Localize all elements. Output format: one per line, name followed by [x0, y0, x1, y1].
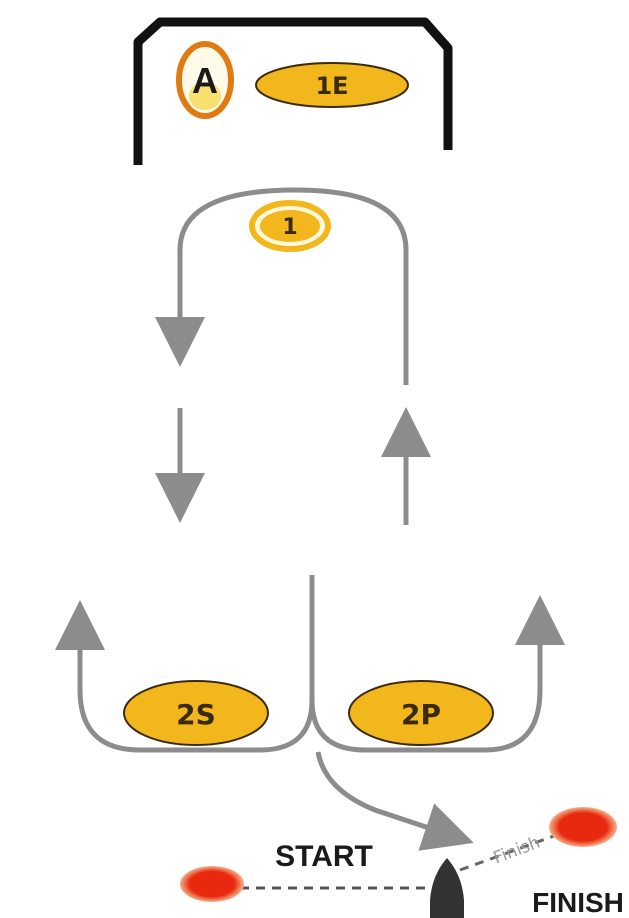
mark-2p: 2P: [348, 680, 494, 746]
committee-boat-icon: [430, 858, 464, 918]
mark-a-label: A: [192, 60, 218, 101]
start-buoy: [180, 866, 244, 902]
mark-2p-label: 2P: [401, 698, 441, 731]
route-left-gate-loop: [55, 575, 315, 753]
finish-line-label: Finish: [491, 833, 543, 869]
finish-label: FINISH: [532, 887, 624, 918]
mark-a: A: [176, 41, 234, 119]
top-box-outline: [133, 17, 453, 165]
route-right-gate-loop: [309, 595, 565, 753]
finish-buoy: [549, 807, 617, 847]
start-label: START: [275, 840, 373, 873]
mark-2s: 2S: [123, 680, 269, 746]
mark-1e: 1E: [255, 62, 409, 108]
mark-1: 1: [249, 200, 331, 252]
finish-line: [459, 830, 566, 872]
mark-1-label: 1: [282, 215, 297, 240]
mark-2s-label: 2S: [176, 698, 216, 731]
route-to-finish-arrow: [315, 751, 474, 851]
route-top-loop: [155, 187, 409, 385]
mark-1e-label: 1E: [315, 72, 348, 100]
